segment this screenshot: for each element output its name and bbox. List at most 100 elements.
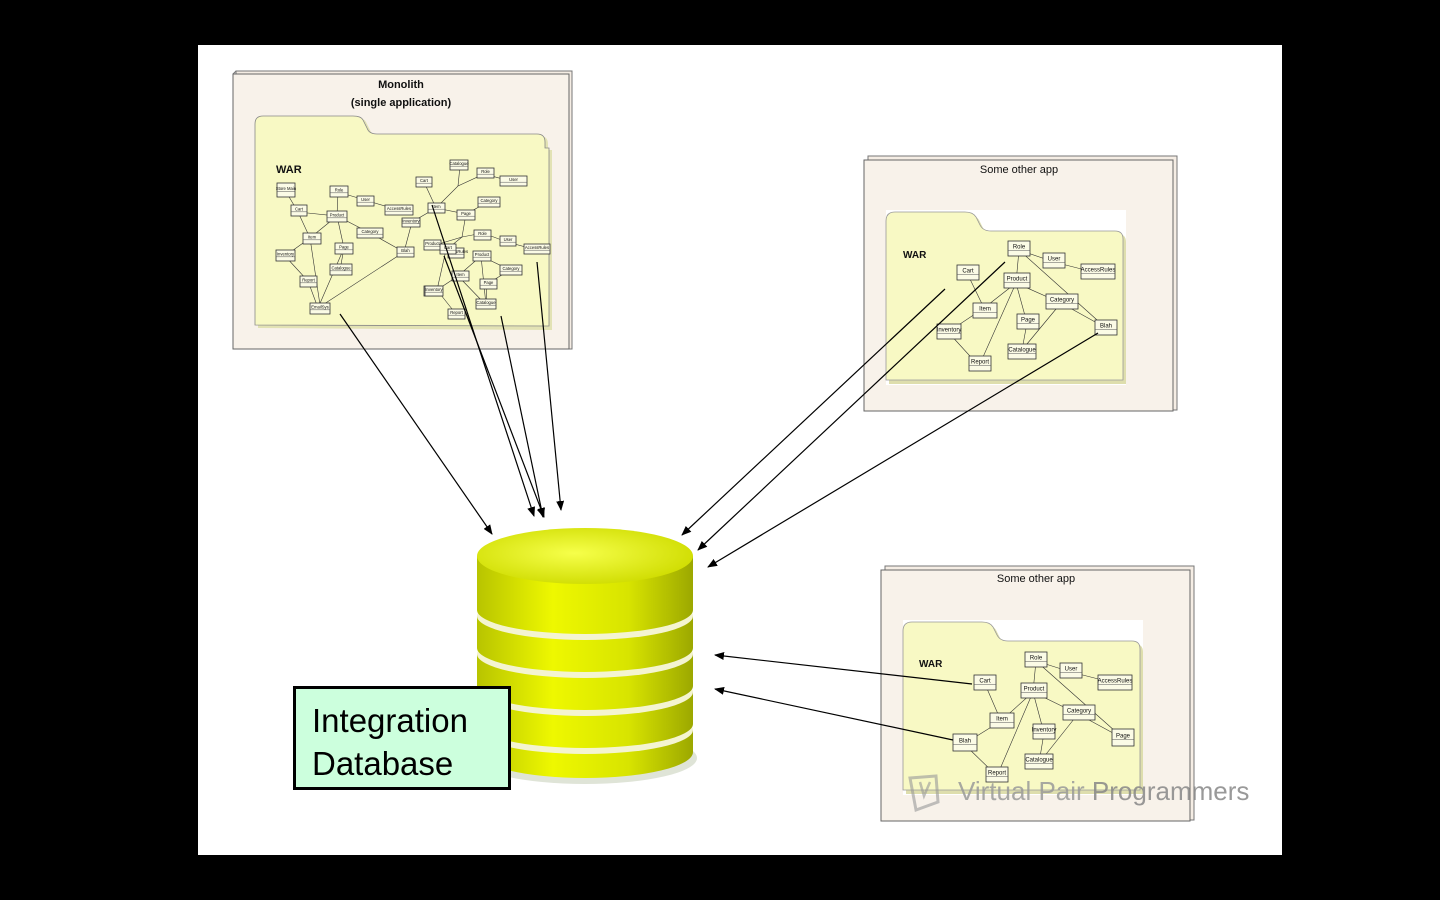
monolith-panel: Monolith (single application) WAR Store … bbox=[232, 70, 573, 350]
class-box: Inventory bbox=[424, 285, 444, 297]
class-name: Page bbox=[461, 211, 471, 216]
class-name: Category bbox=[1067, 709, 1091, 715]
class-name: Report bbox=[450, 310, 463, 315]
class-name: Blah bbox=[1100, 324, 1112, 330]
class-name: Role bbox=[478, 231, 487, 236]
class-name: User bbox=[1048, 257, 1061, 263]
monolith-subtitle: (single application) bbox=[351, 97, 452, 109]
arrow-monolith-2 bbox=[431, 204, 535, 517]
class-box: Product bbox=[1020, 682, 1048, 699]
class-name: Cart bbox=[420, 178, 429, 183]
class-box: Item bbox=[989, 712, 1015, 729]
class-name: Page bbox=[1021, 318, 1036, 324]
class-box: Cart bbox=[973, 674, 997, 691]
arrow-monolith-4 bbox=[500, 315, 546, 518]
class-name: Cart bbox=[979, 679, 991, 685]
class-box: Catalogue bbox=[1024, 753, 1054, 770]
class-box: Store Main bbox=[276, 182, 297, 198]
class-name: User bbox=[361, 197, 370, 202]
class-box: Category bbox=[1045, 293, 1079, 310]
class-name: Catalogue bbox=[449, 161, 469, 166]
class-box: Product bbox=[423, 239, 442, 251]
db-label-line2: Database bbox=[312, 745, 454, 782]
class-name: Item bbox=[996, 717, 1008, 723]
other-app-2-panel: Some other app WAR RoleUserAccessRulesCa… bbox=[880, 565, 1195, 822]
class-name: AccessRules bbox=[525, 245, 549, 250]
class-box: Blah bbox=[952, 733, 978, 752]
class-box: Report bbox=[968, 355, 992, 372]
class-box: Role bbox=[476, 167, 495, 179]
arrow-app2-2 bbox=[714, 686, 954, 741]
class-name: Report bbox=[302, 278, 315, 283]
other-app-2-war-folder bbox=[902, 621, 1141, 791]
class-box: Category bbox=[356, 227, 384, 239]
other-app-2-class-boxes: RoleUserAccessRulesCartProductItemCatego… bbox=[952, 651, 1135, 783]
class-name: Product bbox=[475, 252, 490, 257]
class-box: Report bbox=[299, 275, 318, 288]
class-box: Cart bbox=[290, 204, 308, 217]
arrow-monolith-1 bbox=[339, 313, 493, 535]
class-name: User bbox=[509, 177, 518, 182]
class-name: Report bbox=[971, 360, 989, 366]
class-name: Category bbox=[503, 266, 521, 271]
class-box: Product bbox=[472, 250, 492, 262]
class-box: Catalogue bbox=[329, 263, 353, 276]
class-name: Blah bbox=[401, 248, 410, 253]
class-name: Product bbox=[1024, 687, 1045, 693]
arrow-monolith-5 bbox=[536, 261, 565, 511]
class-name: User bbox=[1065, 667, 1078, 673]
class-box: User bbox=[1059, 662, 1083, 679]
class-box: Report bbox=[985, 766, 1009, 783]
class-name: Page bbox=[1116, 734, 1131, 740]
class-name: Blah bbox=[959, 739, 971, 745]
class-box: Inventory bbox=[275, 249, 296, 262]
monolith-class-boxes: Store MainCartRoleUserProductItemCategor… bbox=[275, 159, 551, 320]
other-app-2-war-label: WAR bbox=[919, 659, 943, 670]
class-box: AccessRules bbox=[1080, 263, 1116, 280]
class-name: Catalogue bbox=[1008, 348, 1036, 354]
class-box: Role bbox=[329, 185, 349, 198]
other-app-2-title: Some other app bbox=[997, 573, 1075, 585]
class-box: Catalogue bbox=[1007, 343, 1037, 360]
class-name: Category bbox=[481, 198, 499, 203]
arrow-app1-3 bbox=[707, 332, 1099, 568]
class-name: Catalogue bbox=[1025, 758, 1053, 764]
class-box: Page bbox=[479, 278, 498, 290]
other-app-1-war-folder bbox=[885, 211, 1124, 381]
class-box: Product bbox=[1003, 272, 1031, 289]
class-name: AccessRules bbox=[1098, 679, 1133, 685]
class-box: Cart bbox=[415, 176, 433, 188]
class-name: Store Main bbox=[276, 186, 297, 191]
class-name: Catalogue bbox=[476, 300, 496, 305]
class-name: AccessRules bbox=[387, 206, 411, 211]
class-box: Category bbox=[477, 196, 501, 208]
monolith-title: Monolith bbox=[378, 79, 424, 91]
class-name: Role bbox=[481, 169, 490, 174]
class-box: Role bbox=[473, 229, 492, 241]
arrow-app1-2 bbox=[697, 261, 1006, 551]
class-name: Catalogue bbox=[331, 266, 351, 271]
class-name: Inventory bbox=[1032, 728, 1057, 734]
class-name: Page bbox=[339, 245, 349, 250]
class-box: Blah bbox=[1094, 319, 1118, 336]
arrow-monolith-3 bbox=[443, 255, 545, 518]
database-top bbox=[477, 528, 693, 584]
class-name: Cart bbox=[295, 207, 304, 212]
class-name: Item bbox=[308, 235, 317, 240]
class-box: Cart bbox=[956, 264, 980, 281]
class-name: Item bbox=[432, 204, 441, 209]
class-box: Catalogue bbox=[449, 159, 469, 171]
class-box: Report bbox=[447, 308, 466, 320]
data-access-arrows bbox=[339, 204, 1099, 741]
class-box: Category bbox=[499, 264, 523, 276]
class-name: Cart bbox=[444, 245, 453, 250]
watermark: Virtual Pair Programmers bbox=[906, 772, 1266, 816]
class-name: Item bbox=[979, 307, 991, 313]
class-box: Role bbox=[1007, 240, 1031, 257]
db-label-line1: Integration bbox=[312, 702, 468, 739]
class-name: Cart bbox=[962, 269, 974, 275]
class-name: User bbox=[504, 237, 513, 242]
class-name: Category bbox=[362, 229, 380, 234]
class-box: AccessRules bbox=[384, 204, 414, 216]
